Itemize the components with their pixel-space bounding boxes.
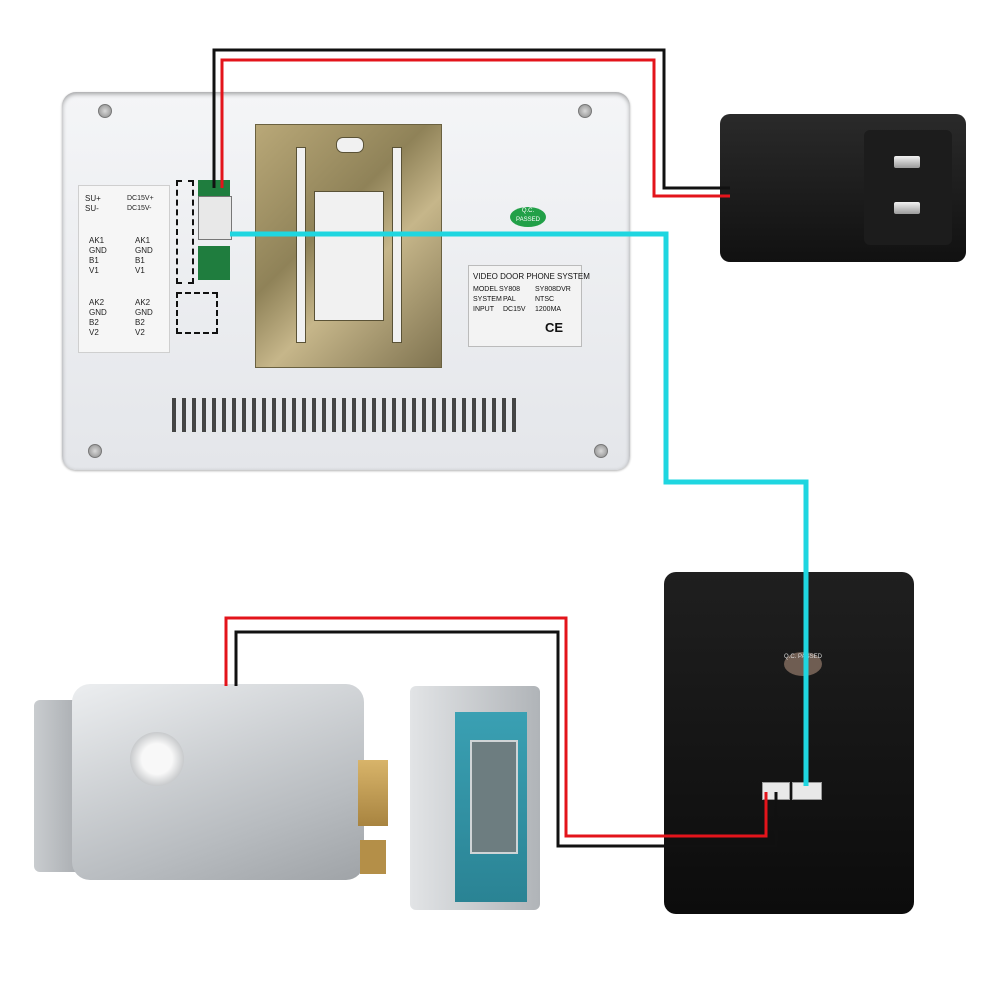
terminal-label: B2: [135, 318, 145, 327]
terminal-label-panel: SU+ SU- DC15V+ DC15V- AK1 GND B1 V1 AK1 …: [78, 185, 170, 353]
terminal-label: V2: [89, 328, 99, 337]
qc-passed-sticker: Q.C. PASSED: [510, 207, 546, 227]
aux-port: [198, 246, 230, 280]
spec-label: VIDEO DOOR PHONE SYSTEM MODEL SY808 SY80…: [468, 265, 590, 347]
spec-model-label: MODEL: [473, 286, 498, 293]
speaker-vents: [172, 398, 522, 432]
terminal-label: GND: [89, 246, 107, 255]
screw-icon: [578, 104, 592, 118]
outdoor-camera-unit: [664, 572, 914, 914]
terminal-label: AK1: [135, 236, 151, 245]
spec-system-option: NTSC: [535, 296, 555, 303]
spec-input-label: INPUT: [473, 306, 494, 313]
terminal-label: SU-: [85, 204, 99, 213]
spec-current-value: 1200MA: [535, 306, 562, 313]
connector-outline: [176, 180, 194, 284]
terminal-label: GND: [135, 308, 153, 317]
terminal-label: V2: [135, 328, 145, 337]
lock-cylinder-icon: [130, 732, 184, 786]
screw-icon: [98, 104, 112, 118]
terminal-label: GND: [135, 246, 153, 255]
mounting-bracket: [255, 124, 442, 368]
terminal-label: V1: [89, 266, 99, 275]
terminal-label: B1: [89, 256, 99, 265]
spec-model-option: SY808: [499, 286, 521, 293]
terminal-label: V1: [135, 266, 145, 275]
spec-title: VIDEO DOOR PHONE SYSTEM: [473, 272, 590, 281]
terminal-label: AK1: [89, 236, 105, 245]
screw-icon: [88, 444, 102, 458]
terminal-label: B2: [89, 318, 99, 327]
terminal-label: AK2: [135, 298, 151, 307]
terminal-label: DC15V+: [127, 195, 154, 202]
spec-input-value: DC15V: [503, 306, 526, 313]
terminal-label: AK2: [89, 298, 105, 307]
qc-passed-sticker: Q.C. PASSED: [784, 652, 822, 676]
connector-outline: [176, 292, 218, 334]
strike-opening: [470, 740, 518, 854]
spec-system-option: PAL: [503, 296, 516, 303]
adapter-plug: [864, 130, 952, 245]
power-port: [198, 180, 230, 196]
screw-icon: [594, 444, 608, 458]
terminal-label: B1: [135, 256, 145, 265]
spec-model-option: SY808DVR: [535, 286, 571, 293]
video-port: [198, 196, 232, 240]
spec-system-label: SYSTEM: [473, 296, 502, 303]
electric-lock: [72, 684, 364, 880]
terminal-label: DC15V-: [127, 205, 152, 212]
lock-bolt-lower: [360, 840, 386, 874]
ce-mark: CE: [545, 320, 564, 335]
terminal-label: SU+: [85, 194, 101, 203]
terminal-label: GND: [89, 308, 107, 317]
lock-bolt: [358, 760, 388, 826]
